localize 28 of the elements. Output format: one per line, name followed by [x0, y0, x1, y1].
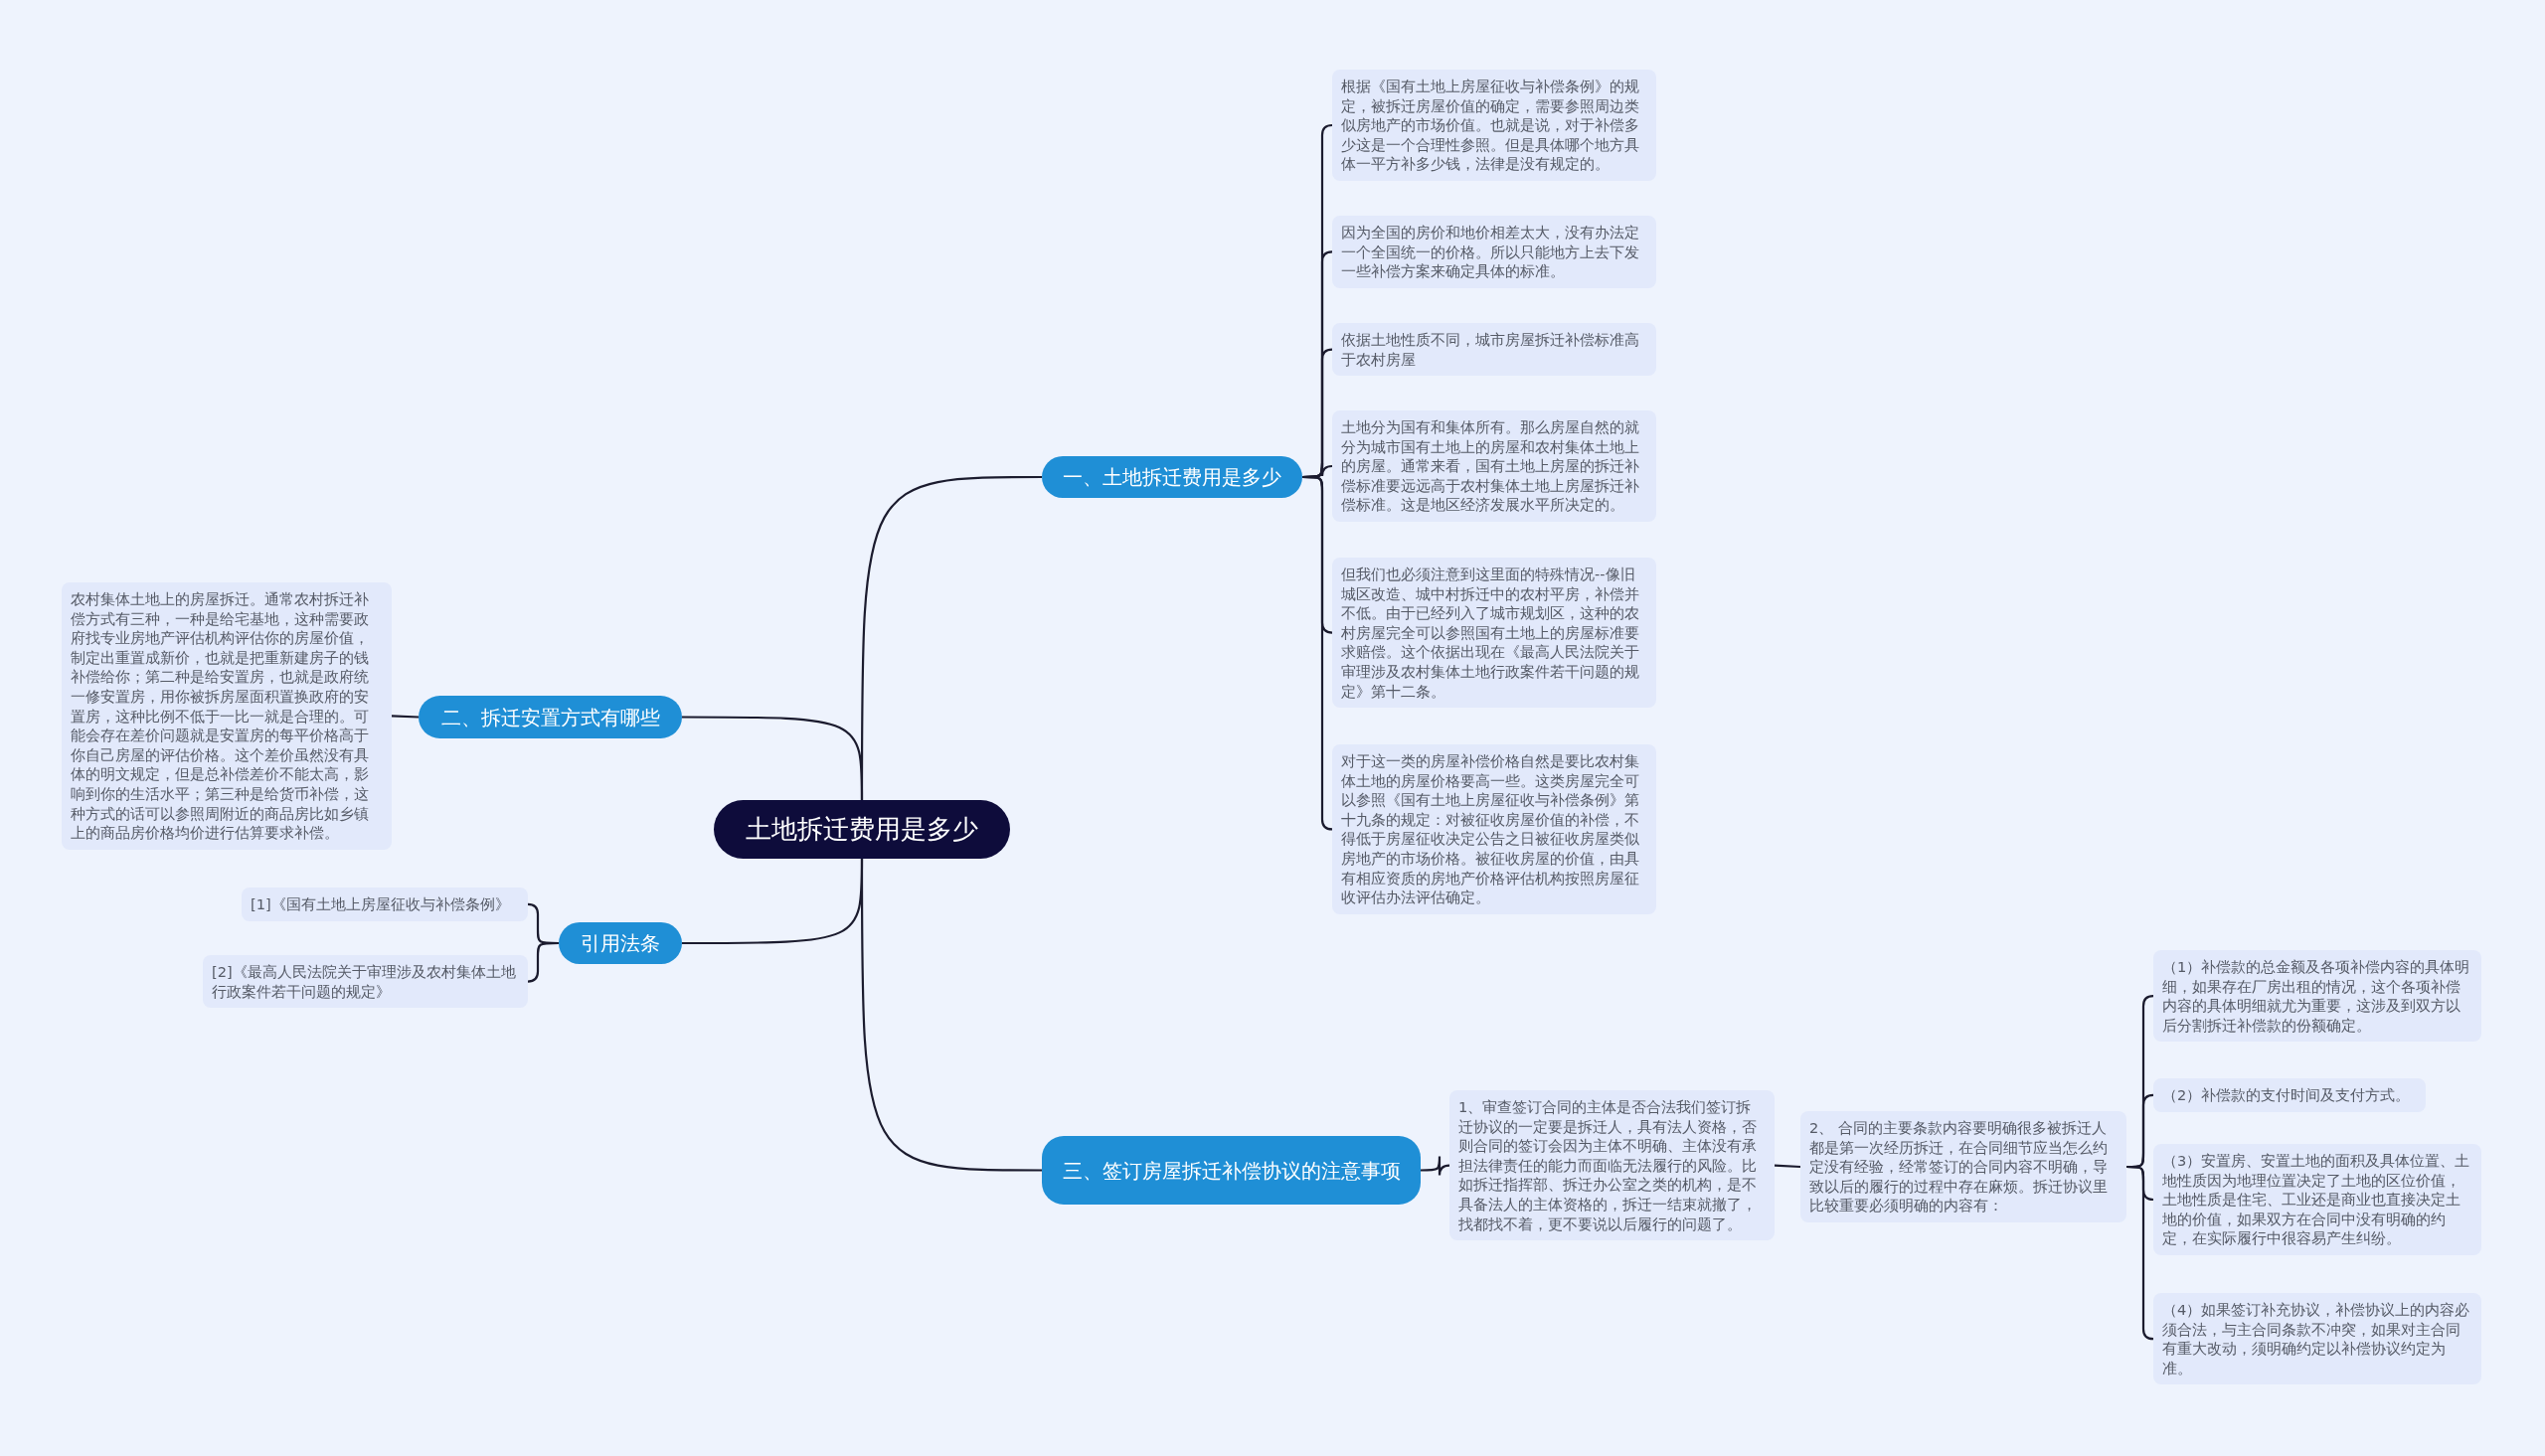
text-box: （2）补偿款的支付时间及支付方式。: [2153, 1078, 2426, 1112]
connector-line: [1421, 1155, 1450, 1177]
text-box: 土地分为国有和集体所有。那么房屋自然的就分为城市国有土地上的房屋和农村集体土地上的房屋。通常来看，国有土地上房屋的拆迁补偿标准要远远高于农村集体土地上房屋拆迁补偿标准。这是地区经济发展水平所决定的。: [1332, 410, 1656, 522]
text-box: （4）如果签订补充协议，补偿协议上的内容必须合法，与主合同条款不冲突，如果对主合同有重大改动，须明确约定以补偿协议约定为准。: [2153, 1293, 2481, 1385]
text-box: 1、审查签订合同的主体是否合法我们签订拆迁协议的一定要是拆迁人，具有法人资格，否则合同的签订会因为主体不明确、主体没有承担法律责任的能力而面临无法履行的风险。比如拆迁指挥部、拆迁办公室之类的机构，是不具备法人的主体资格的，拆迁一结束就撤了，找都找不着，更不要说以后履行的问题了。: [1449, 1090, 1775, 1241]
text-box: （3）安置房、安置土地的面积及具体位置、土地性质因为地理位置决定了土地的区位价值，土地性质是住宅、工业还是商业也直接决定土地的价值，如果双方在合同中没有明确的约定，在实际履行中很容易产生纠纷。: [2153, 1144, 2481, 1255]
text-box: 但我们也必须注意到这里面的特殊情况--像旧城区改造、城中村拆迁中的农村平房，补偿并不低。由于已经列入了城市规划区，这种的农村房屋完全可以参照国有土地上的房屋标准要求赔偿。这个依据出现在《最高人民法院关于审理涉及农村集体土地行政案件若干问题的规定》第十二条。: [1332, 558, 1656, 709]
text-box: 对于这一类的房屋补偿价格自然是要比农村集体土地的房屋价格要高一些。这类房屋完全可以参照《国有土地上房屋征收与补偿条例》第十九条的规定：对被征收房屋价值的补偿，不得低于房屋征收决定公告之日被征收房屋类似房地产的市场价格。被征收房屋的价值，由具有相应资质的房地产价格评估机构按照房屋征收评估办法评估确定。: [1332, 744, 1656, 914]
connector-line: [682, 716, 864, 800]
connector-line: [527, 941, 559, 983]
branch-topic: 二、拆迁安置方式有哪些: [419, 696, 682, 738]
text-box: 根据《国有土地上房屋征收与补偿条例》的规定，被拆迁房屋价值的确定，需要参照周边类似房地产的市场价值。也就是说，对于补偿多少这是一个合理性参照。但是具体哪个地方具体一平方补多少钱，法律是没有规定的。: [1332, 70, 1656, 181]
branch-topic: 一、土地拆迁费用是多少: [1042, 456, 1302, 498]
central-topic: 土地拆迁费用是多少: [714, 800, 1010, 859]
connector-line: [2126, 1165, 2154, 1341]
connector-line: [391, 715, 420, 719]
connector-line: [1774, 1164, 1801, 1169]
connector-line: [860, 859, 1042, 1172]
branch-topic: 三、签订房屋拆迁补偿协议的注意事项: [1042, 1136, 1421, 1205]
text-box: （1）补偿款的总金额及各项补偿内容的具体明细，如果存在厂房出租的情况，这个各项补偿内容的具体明细就尤为重要，这涉及到双方以后分割拆迁补偿款的份额确定。: [2153, 950, 2481, 1043]
text-box: 因为全国的房价和地价相差太大，没有办法定一个全国统一的价格。所以只能地方上去下发一些补偿方案来确定具体的标准。: [1332, 216, 1656, 288]
text-box: 2、 合同的主要条款内容要明确很多被拆迁人都是第一次经历拆迁，在合同细节应当怎么约定没有经验，经常签订的合同内容不明确，导致以后的履行的过程中存在麻烦。拆迁协议里比较重要必须明确的内容有：: [1800, 1111, 2126, 1222]
text-box: 农村集体土地上的房屋拆迁。通常农村拆迁补偿方式有三种，一种是给宅基地，这种需要政府找专业房地产评估机构评估你的房屋价值，制定出重置成新价，也就是把重新建房子的钱补偿给你；第二种是给安置房，也就是政府统一修安置房，用你被拆房屋面积置换政府的安置房，这种比例不低于一比一就是合理的。可能会存在差价问题就是安置房的每平价格高于你自己房屋的评估价格。这个差价虽然没有具体的明文规定，但是总补偿差价不能太高，影响到你的生活水平；第三种是给货币补偿，这种方式的话可以参照周附近的商品房比如乡镇上的商品房价格均价进行估算要求补偿。: [62, 582, 392, 850]
text-box: [2]《最高人民法院关于审理涉及农村集体土地行政案件若干问题的规定》: [203, 955, 528, 1009]
text-box: 依据土地性质不同，城市房屋拆迁补偿标准高于农村房屋: [1332, 323, 1656, 377]
text-box: [1]《国有土地上房屋征收与补偿条例》: [242, 888, 528, 921]
connector-line: [1302, 475, 1333, 831]
branch-topic: 引用法条: [559, 922, 682, 964]
